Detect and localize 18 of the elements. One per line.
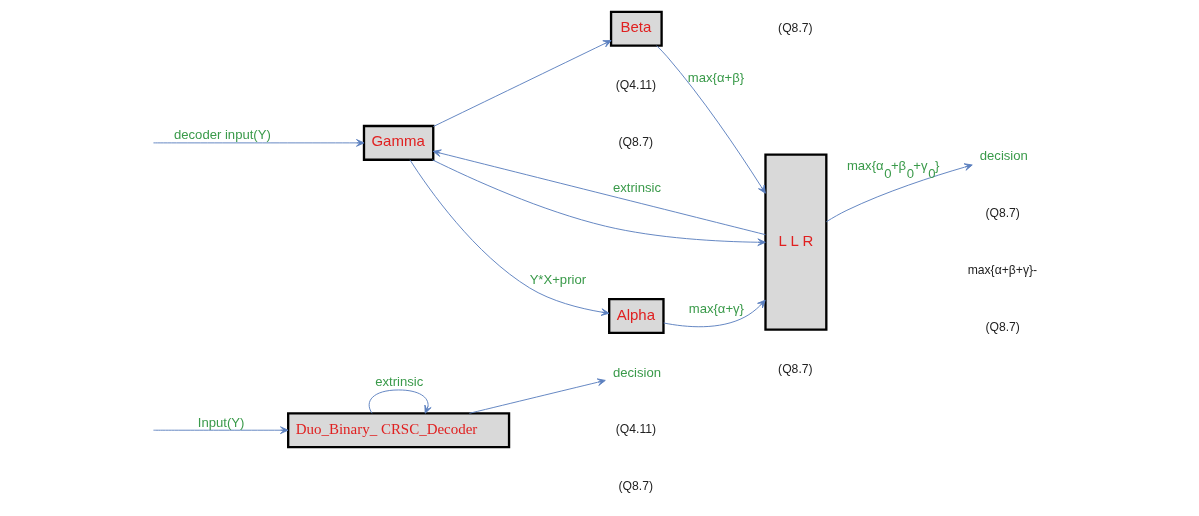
- node-text: decision: [979, 148, 1028, 164]
- label: (Q8.7): [778, 362, 813, 377]
- edge-label: decoder input(Y): [174, 127, 271, 143]
- edge-label: extrinsic: [375, 374, 424, 390]
- label: (Q8.7): [985, 206, 1020, 221]
- label: (Q8.7): [985, 320, 1020, 335]
- edge-label: extrinsic: [612, 179, 661, 195]
- edge-label: Input(Y): [197, 414, 245, 430]
- edge-label: max{α+β}: [687, 70, 745, 86]
- label: max{α+β+γ}-: [967, 263, 1038, 278]
- edge-label: max{α+γ}: [688, 301, 744, 317]
- edge-label: Y*X+prior: [529, 272, 587, 288]
- label: (Q4.11): [615, 422, 657, 437]
- label: (Q8.7): [618, 135, 654, 150]
- label: (Q8.7): [778, 20, 813, 35]
- label: (Q4.11): [615, 77, 657, 92]
- label: (Q8.7): [618, 479, 654, 494]
- node-text: decision: [612, 364, 661, 380]
